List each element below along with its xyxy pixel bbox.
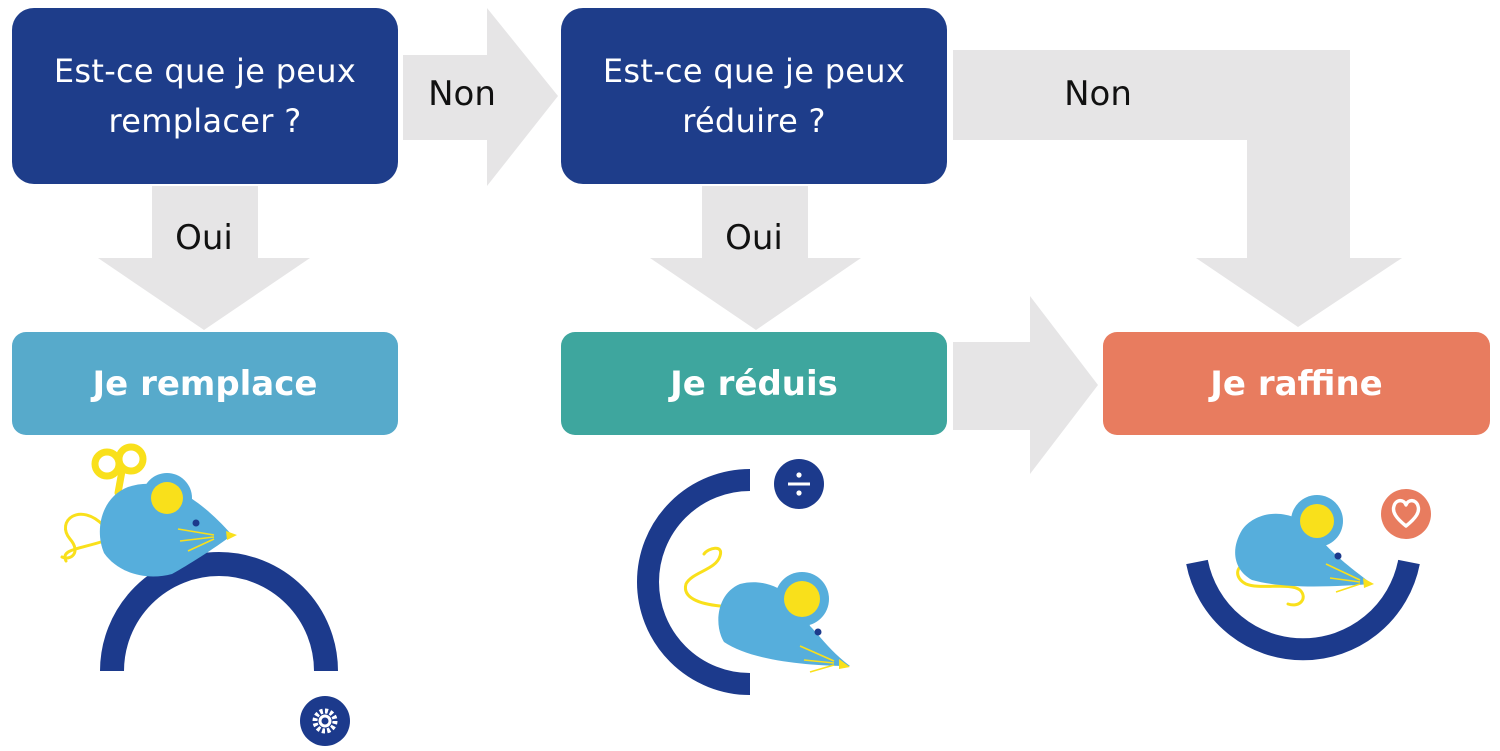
mouse-eye <box>192 519 200 527</box>
illustration-refine <box>1186 489 1431 661</box>
action-replace-box: Je remplace <box>12 332 398 435</box>
mouse-body <box>99 483 232 577</box>
mouse-body <box>718 582 850 666</box>
c-ring <box>637 469 751 695</box>
arrow-oui-2 <box>650 186 861 330</box>
illustration-replace <box>60 443 350 746</box>
mouse-nose <box>1363 578 1374 588</box>
question-replace-box: Est-ce que je peux remplacer ? <box>12 8 398 184</box>
mouse-ear-inner <box>151 482 183 514</box>
arrow-non-1 <box>403 8 558 186</box>
gear-icon <box>300 696 350 746</box>
divide-icon <box>774 459 824 509</box>
arrow-non-2-elbow <box>953 50 1402 327</box>
mouse-ear-inner <box>784 581 820 617</box>
mouse-body <box>1235 513 1372 587</box>
action-reduce-text: Je réduis <box>670 363 838 404</box>
u-ring <box>1186 559 1420 661</box>
label-oui-1: Oui <box>175 218 233 258</box>
mouse-nose <box>839 659 850 669</box>
mouse-nose <box>226 531 237 540</box>
mouse-eye <box>1334 552 1342 560</box>
mouse-whiskers <box>177 528 215 552</box>
action-refine-box: Je raffine <box>1103 332 1490 435</box>
mouse-tail <box>683 546 723 608</box>
illustration-reduce <box>637 459 850 695</box>
mouse-tail <box>60 512 106 563</box>
mouse-tail <box>1236 560 1305 607</box>
mouse-eye <box>814 628 822 636</box>
arrow-oui-1 <box>98 186 310 330</box>
question-reduce-text: Est-ce que je peux réduire ? <box>602 52 906 140</box>
question-replace-text: Est-ce que je peux remplacer ? <box>53 52 357 140</box>
wind-up-key-icon <box>91 443 147 497</box>
heart-icon <box>1381 489 1431 539</box>
action-reduce-box: Je réduis <box>561 332 947 435</box>
question-reduce-box: Est-ce que je peux réduire ? <box>561 8 947 184</box>
half-ring <box>100 552 338 672</box>
mouse-ear-inner <box>1300 504 1334 538</box>
arrow-reduce-to-refine <box>953 296 1098 474</box>
action-refine-text: Je raffine <box>1210 363 1383 404</box>
mouse-whiskers <box>1325 563 1361 593</box>
mouse-whiskers <box>799 645 835 673</box>
label-non-1: Non <box>428 74 496 114</box>
label-oui-2: Oui <box>725 218 783 258</box>
action-replace-text: Je remplace <box>92 363 318 404</box>
label-non-2: Non <box>1064 74 1132 114</box>
